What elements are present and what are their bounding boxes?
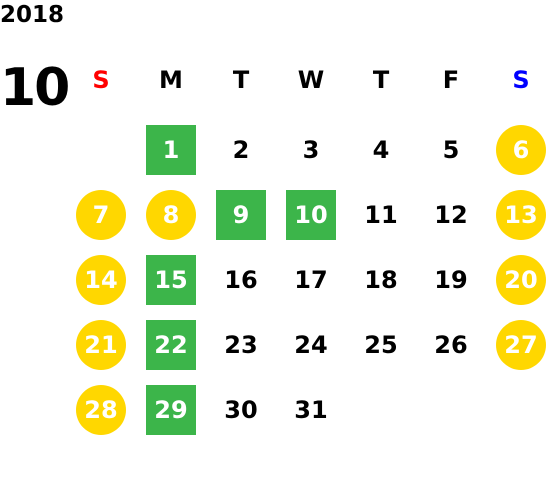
holiday-day-cell[interactable]: 14 — [76, 255, 126, 305]
day-cell[interactable]: 30 — [224, 396, 258, 424]
day-cell[interactable]: 3 — [302, 136, 320, 164]
weekday-header: T — [232, 66, 250, 94]
highlighted-day-cell[interactable]: 15 — [146, 255, 196, 305]
weekday-header: M — [159, 66, 183, 94]
weekday-header: T — [372, 66, 390, 94]
day-cell[interactable]: 5 — [442, 136, 460, 164]
holiday-day-cell[interactable]: 20 — [496, 255, 546, 305]
day-cell[interactable]: 19 — [434, 266, 468, 294]
holiday-day-cell[interactable]: 6 — [496, 125, 546, 175]
day-cell[interactable]: 4 — [372, 136, 390, 164]
highlighted-day-cell[interactable]: 22 — [146, 320, 196, 370]
weekday-header: W — [297, 66, 325, 94]
day-cell[interactable]: 31 — [294, 396, 328, 424]
holiday-day-cell[interactable]: 8 — [146, 190, 196, 240]
day-cell[interactable]: 17 — [294, 266, 328, 294]
day-cell[interactable]: 26 — [434, 331, 468, 359]
day-cell[interactable]: 11 — [364, 201, 398, 229]
day-cell[interactable]: 12 — [434, 201, 468, 229]
day-cell[interactable]: 16 — [224, 266, 258, 294]
holiday-day-cell[interactable]: 28 — [76, 385, 126, 435]
day-cell[interactable]: 25 — [364, 331, 398, 359]
highlighted-day-cell[interactable]: 29 — [146, 385, 196, 435]
day-cell[interactable]: 24 — [294, 331, 328, 359]
highlighted-day-cell[interactable]: 1 — [146, 125, 196, 175]
weekday-header: F — [442, 66, 460, 94]
year-label: 2018 — [0, 2, 65, 28]
day-cell[interactable]: 23 — [224, 331, 258, 359]
weekday-header: S — [92, 66, 110, 94]
month-label: 10 — [0, 58, 70, 118]
highlighted-day-cell[interactable]: 10 — [286, 190, 336, 240]
highlighted-day-cell[interactable]: 9 — [216, 190, 266, 240]
holiday-day-cell[interactable]: 27 — [496, 320, 546, 370]
day-cell[interactable]: 2 — [232, 136, 250, 164]
holiday-day-cell[interactable]: 13 — [496, 190, 546, 240]
weekday-header: S — [512, 66, 530, 94]
day-cell[interactable]: 18 — [364, 266, 398, 294]
holiday-day-cell[interactable]: 21 — [76, 320, 126, 370]
holiday-day-cell[interactable]: 7 — [76, 190, 126, 240]
